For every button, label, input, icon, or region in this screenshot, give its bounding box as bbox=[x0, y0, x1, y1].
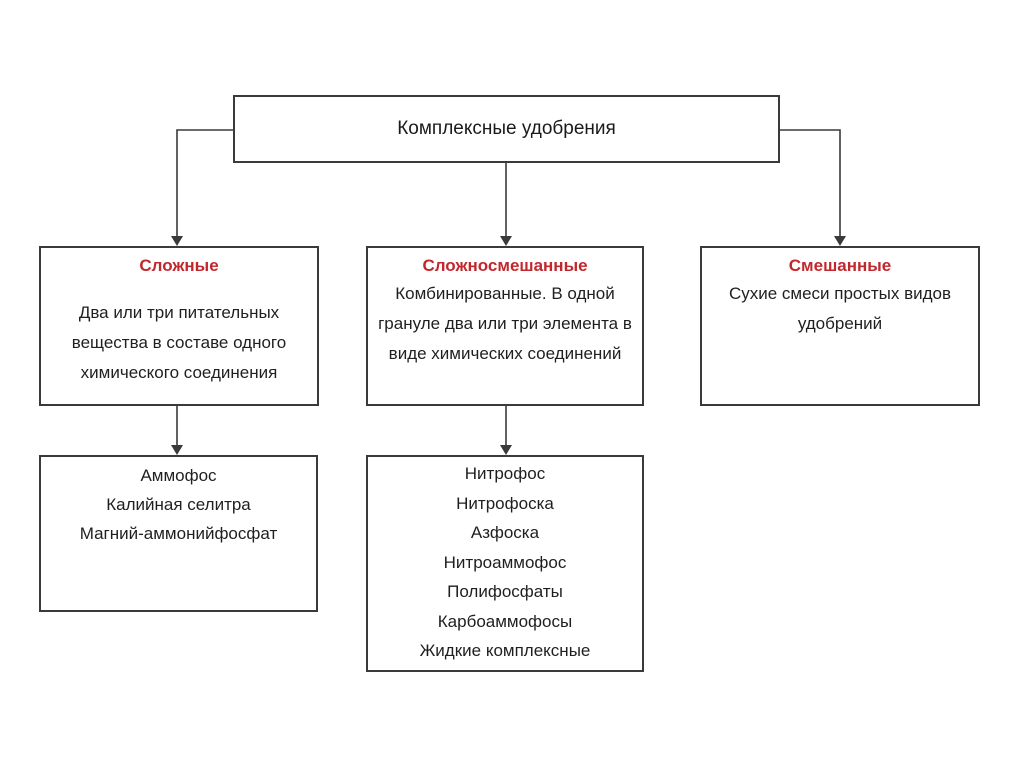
example-item: Нитроаммофос bbox=[443, 552, 567, 572]
example-item: Азфоска bbox=[470, 523, 540, 542]
example-item: Нитрофоска bbox=[456, 493, 554, 513]
arrowhead-middle bbox=[500, 236, 512, 246]
arrowhead-left bbox=[171, 236, 183, 246]
category-description-complex-mixed: Комбинированные. В одной грануле два или… bbox=[378, 284, 632, 363]
examples-list-complex: Аммофос Калийная селитра Магний-аммонийф… bbox=[41, 461, 316, 548]
root-title: Комплексные удобрения bbox=[397, 118, 616, 139]
category-title-mixed: Смешанные bbox=[788, 256, 892, 275]
example-item: Карбоаммофосы bbox=[437, 611, 573, 631]
example-item: Магний-аммонийфосфат bbox=[79, 524, 278, 543]
category-title-complex: Сложные bbox=[139, 256, 219, 275]
category-box-mixed: Смешанные Сухие смеси простых видов удоб… bbox=[700, 246, 980, 406]
example-item: Жидкие комплексные bbox=[419, 641, 591, 660]
category-title-complex-mixed: Сложносмешанные bbox=[422, 256, 588, 275]
example-item: Полифосфаты bbox=[447, 582, 563, 601]
category-box-complex: Сложные Два или три питательных вещества… bbox=[39, 246, 319, 406]
example-item: Аммофос bbox=[140, 466, 217, 485]
arrowhead-middle-examples bbox=[500, 445, 512, 455]
root-box: Комплексные удобрения bbox=[233, 95, 780, 163]
connector-root-to-left bbox=[176, 129, 233, 238]
category-description-complex: Два или три питательных вещества в соста… bbox=[71, 303, 287, 382]
examples-box-complex-mixed: Нитрофос Нитрофоска Азфоска Нитроаммофос… bbox=[366, 455, 644, 672]
example-item: Калийная селитра bbox=[106, 495, 251, 514]
category-box-complex-mixed: Сложносмешанные Комбинированные. В одной… bbox=[366, 246, 644, 406]
example-item: Нитрофос bbox=[464, 464, 546, 483]
category-description-mixed: Сухие смеси простых видов удобрений bbox=[728, 284, 952, 333]
examples-box-complex: Аммофос Калийная селитра Магний-аммонийф… bbox=[39, 455, 318, 612]
arrowhead-left-examples bbox=[171, 445, 183, 455]
arrowhead-right bbox=[834, 236, 846, 246]
examples-list-complex-mixed: Нитрофос Нитрофоска Азфоска Нитроаммофос… bbox=[368, 459, 642, 666]
connector-root-to-right bbox=[780, 129, 841, 238]
